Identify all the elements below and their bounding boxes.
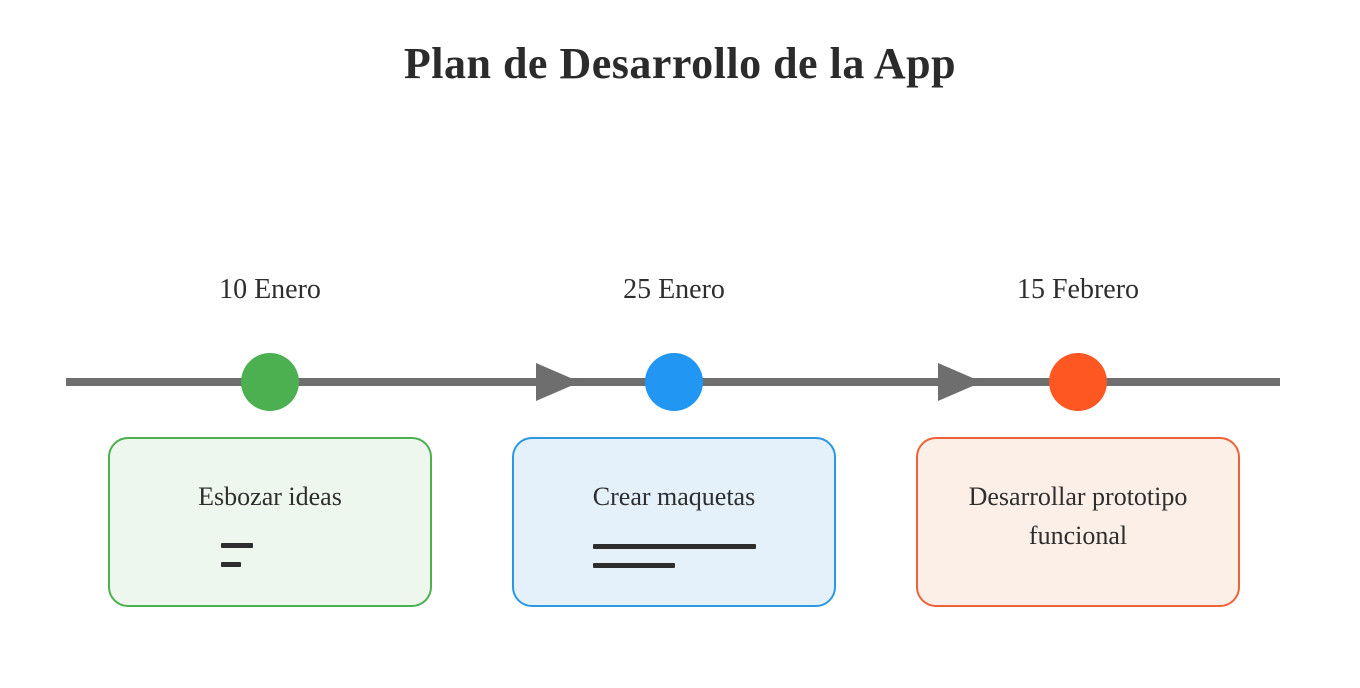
task-label: Crear maquetas [592,482,756,511]
milestone-dot [645,353,703,411]
sketch-line-icon [593,563,675,568]
task-label: Esbozar ideas [198,482,342,511]
timeline-arrow-icon [938,363,982,401]
task-card: Esbozar ideas [108,437,432,607]
milestone-date: 25 Enero [623,274,725,305]
task-card: Crear maquetas [512,437,836,607]
timeline-arrow-icon [536,363,580,401]
milestone-dot [241,353,299,411]
task-label: Desarrollar prototipo funcional [968,482,1188,550]
sketch-line-icon [221,562,241,567]
sketch-line-icon [221,543,253,548]
task-card: Desarrollar prototipo funcional [916,437,1240,607]
milestone-date: 15 Febrero [1016,274,1140,305]
milestone-date: 10 Enero [219,274,321,305]
sketch-line-icon [593,544,756,549]
page-title: Plan de Desarrollo de la App [403,39,957,88]
milestone-dot [1049,353,1107,411]
